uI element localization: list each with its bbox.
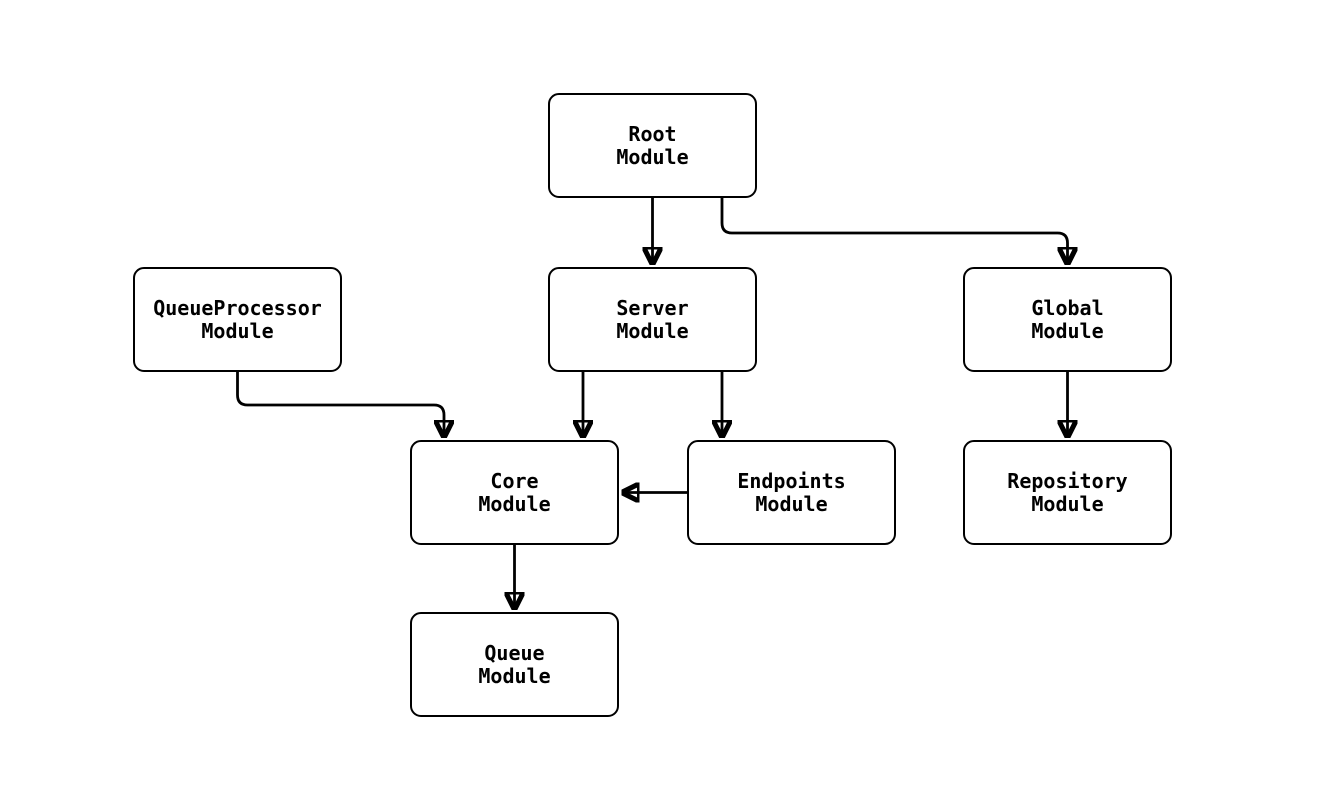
node-core-module: Core Module (410, 440, 619, 545)
node-label-line: Module (201, 318, 274, 343)
node-repository-module: Repository Module (963, 440, 1172, 545)
node-queueprocessor-module: QueueProcessor Module (133, 267, 342, 372)
node-label-line: Endpoints (737, 468, 846, 493)
node-label-line: QueueProcessor (153, 295, 322, 320)
node-global-module: Global Module (963, 267, 1172, 372)
node-label-line: Repository (1007, 468, 1128, 493)
node-label-line: Queue (484, 640, 545, 665)
edge-queueprocessor-to-core (236, 372, 445, 438)
node-label-line: Root (628, 121, 677, 146)
node-label-line: Module (478, 663, 551, 688)
node-label-line: Global (1031, 295, 1104, 320)
node-label-line: Core (490, 468, 539, 493)
node-label-line: Module (1031, 318, 1104, 343)
node-label-line: Module (1031, 491, 1104, 516)
node-label-line: Module (755, 491, 828, 516)
node-queue-module: Queue Module (410, 612, 619, 717)
node-label-line: Module (616, 318, 689, 343)
edge-root-to-global (720, 198, 1068, 265)
node-label-line: Module (478, 491, 551, 516)
node-label-line: Server (616, 295, 689, 320)
node-label-line: Module (616, 144, 689, 169)
node-endpoints-module: Endpoints Module (687, 440, 896, 545)
node-server-module: Server Module (548, 267, 757, 372)
node-root-module: Root Module (548, 93, 757, 198)
